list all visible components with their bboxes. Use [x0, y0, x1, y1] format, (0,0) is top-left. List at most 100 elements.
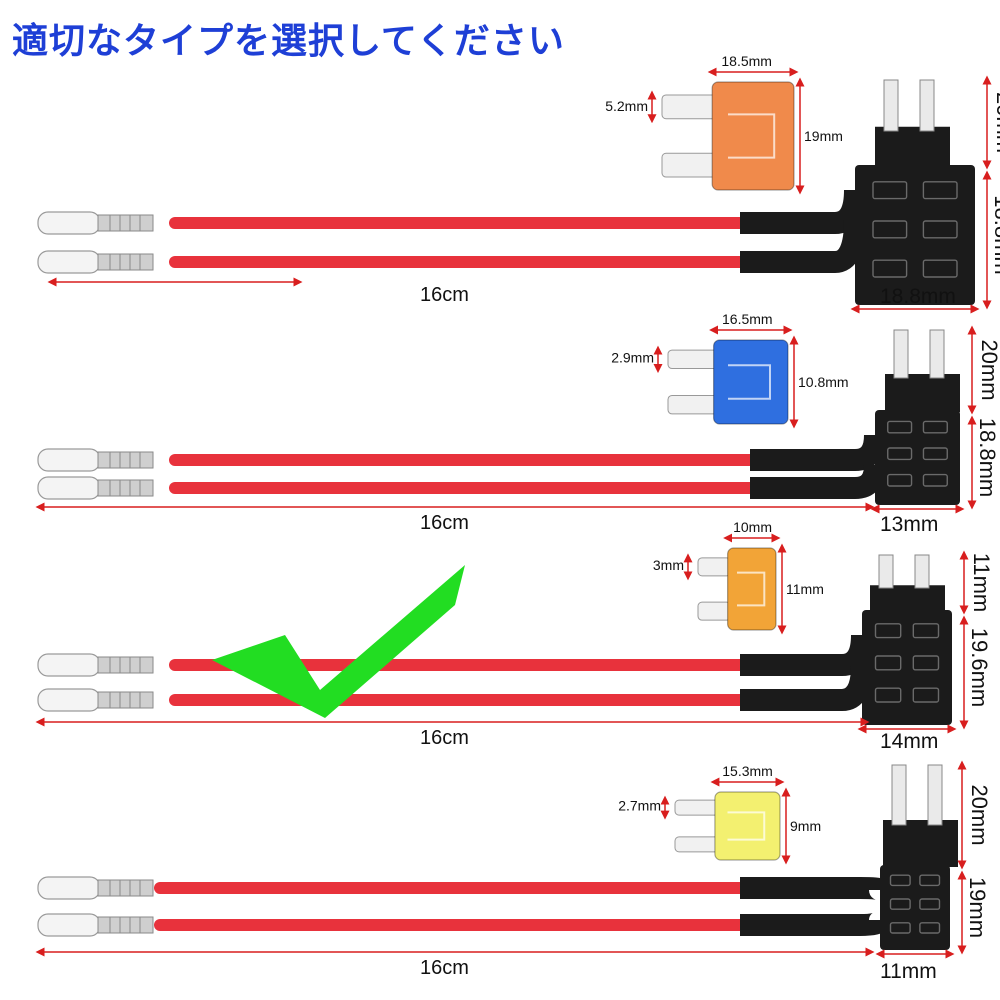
- connector-crimp: [97, 214, 154, 232]
- blade-left: [891, 764, 907, 826]
- fuse-slot: [874, 623, 902, 639]
- bullet-connector: [37, 688, 154, 712]
- connector-crimp: [97, 691, 154, 709]
- fuse-slot: [872, 220, 908, 239]
- fuse-blade: [667, 394, 719, 415]
- fuse-slot: [922, 181, 958, 200]
- heat-shrink-sleeve: [740, 877, 891, 900]
- fuse-slot: [919, 898, 941, 910]
- fuse-height-label: 19mm: [804, 128, 843, 144]
- bullet-connector: [37, 211, 154, 235]
- fuse-socket: [883, 820, 958, 867]
- heat-shrink-sleeve: [750, 434, 886, 471]
- blade-right: [927, 764, 943, 826]
- fuse-slot: [872, 259, 908, 278]
- wire-length-label: 16cm: [420, 284, 469, 306]
- bullet-connector: [37, 476, 154, 500]
- blade-left: [878, 554, 894, 589]
- blade-left: [893, 329, 909, 379]
- fuse-width-label: 10mm: [733, 519, 772, 535]
- fuse-slot: [922, 220, 958, 239]
- blade-left: [883, 79, 899, 132]
- fuse-height-label: 10.8mm: [798, 374, 849, 390]
- fuse-blade: [674, 799, 720, 816]
- bullet-connector: [37, 448, 154, 472]
- fuse-body: [727, 547, 777, 631]
- fuse-slot: [922, 259, 958, 278]
- fuse-slot: [912, 623, 940, 639]
- fuse-width-label: 15.3mm: [722, 763, 773, 779]
- connector-sleeve: [37, 448, 101, 472]
- fuse-element: [728, 113, 776, 159]
- fuse-body: [712, 339, 789, 425]
- heat-shrink-sleeve: [750, 464, 886, 499]
- holder-height-label: 20mm: [992, 92, 1000, 153]
- fuse-blade-label: 3mm: [653, 557, 684, 573]
- holder-height-label: 11mm: [969, 553, 994, 613]
- blade-right: [914, 554, 930, 589]
- fuse-blade: [697, 557, 732, 577]
- heat-shrink-sleeve: [740, 912, 891, 936]
- fuse-micro2: 15.3mm 9mm 2.7mm: [618, 763, 821, 865]
- fuse-holder-body: [875, 410, 960, 505]
- connector-sleeve: [37, 876, 101, 900]
- fuse-slot: [874, 687, 902, 703]
- fuse-blade-label: 2.7mm: [618, 797, 661, 813]
- fuse-slot: [889, 874, 911, 887]
- fuse-socket: [875, 126, 950, 167]
- fuse-blade: [661, 94, 718, 120]
- fuse-blade: [667, 349, 719, 370]
- holder-depth-label: 19mm: [965, 877, 990, 938]
- fuse-slot: [887, 420, 913, 434]
- connector-sleeve: [37, 476, 101, 500]
- connector-crimp: [97, 451, 154, 469]
- heat-shrink-sleeve: [740, 219, 866, 273]
- fuse-slot: [887, 447, 913, 461]
- connector-crimp: [97, 879, 154, 897]
- connector-sleeve: [37, 211, 101, 235]
- wire-length-label: 16cm: [420, 512, 469, 534]
- connector-sleeve: [37, 688, 101, 712]
- bullet-connector: [37, 913, 154, 937]
- holder-depth-label: 19.6mm: [967, 628, 992, 707]
- fuse-width-label: 18.5mm: [721, 53, 772, 69]
- fuse-slot: [874, 655, 902, 671]
- fuse-slot: [922, 473, 948, 487]
- blade-right: [919, 79, 935, 132]
- checkmark-icon: [212, 565, 465, 718]
- holder-width-label: 14mm: [880, 730, 938, 753]
- fuse-socket: [885, 374, 960, 412]
- wire-length-label: 16cm: [420, 957, 469, 979]
- heat-shrink-sleeve: [740, 664, 873, 711]
- fuse-holder-body: [862, 610, 952, 725]
- fuse-width-label: 16.5mm: [722, 311, 773, 327]
- fuse-element: [728, 364, 771, 400]
- fuse-standard: 18.5mm 19mm 5.2mm: [605, 53, 843, 195]
- holder-width-label: 11mm: [880, 960, 937, 983]
- connector-sleeve: [37, 913, 101, 937]
- fuse-blade: [674, 836, 720, 853]
- fuse-low-profile-mini: 10mm 11mm 3mm: [653, 519, 824, 635]
- holder-width-label: 13mm: [880, 513, 938, 536]
- heat-shrink-sleeve: [740, 634, 873, 676]
- fuse-body: [714, 791, 781, 861]
- fuse-element: [727, 811, 766, 841]
- fuse-blade-label: 5.2mm: [605, 98, 648, 114]
- fuse-socket: [870, 585, 945, 612]
- fuse-element: [737, 571, 766, 607]
- fuse-blade: [661, 152, 718, 178]
- fuse-slot: [919, 922, 941, 934]
- fuse-slot: [889, 898, 911, 910]
- fuse-height-label: 11mm: [786, 581, 824, 597]
- bullet-connector: [37, 250, 154, 274]
- fuse-height-label: 9mm: [790, 818, 821, 834]
- fuse-slot: [912, 655, 940, 671]
- fuse-holder-body: [855, 165, 975, 305]
- connector-sleeve: [37, 250, 101, 274]
- fuse-slot: [919, 874, 941, 887]
- bullet-connector: [37, 653, 154, 677]
